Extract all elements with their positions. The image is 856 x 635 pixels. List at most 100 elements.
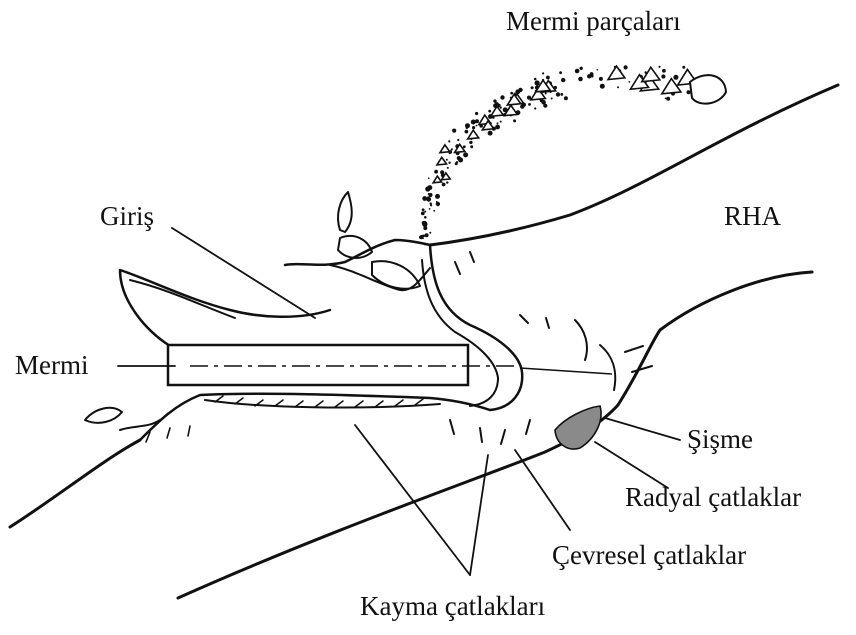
plate-left-surface — [10, 440, 140, 527]
fragment-dot — [564, 96, 568, 100]
fragment-dot — [429, 208, 431, 210]
fragment-dot — [466, 126, 468, 128]
label-projectile: Mermi — [15, 352, 89, 379]
fragment-stream — [419, 65, 726, 245]
projectile-body — [168, 345, 612, 385]
fragment-dot — [425, 233, 429, 237]
fragment-dot — [542, 72, 544, 74]
fragment-dot — [658, 66, 660, 68]
fragment-dot — [488, 110, 491, 113]
fragment-dot — [428, 193, 432, 197]
fragment-dot — [436, 202, 440, 206]
crater-lip-lower — [140, 394, 490, 440]
label-circumferential-cracks: Çevresel çatlaklar — [552, 542, 746, 569]
fragment-chunk — [468, 130, 479, 139]
label-bulge: Şişme — [687, 426, 753, 453]
fragment-dot — [424, 244, 426, 246]
fragment-dot — [543, 104, 547, 108]
fragment-dot — [503, 109, 505, 111]
fragment-dot — [587, 74, 591, 78]
fragment-dot — [424, 216, 427, 219]
ejected-chip — [338, 192, 352, 232]
fragment-dot — [430, 202, 432, 204]
fragment-dot — [515, 89, 520, 94]
fragment-dot — [534, 107, 536, 109]
fragment-chunk — [662, 79, 681, 94]
fragment-chunk-large — [690, 75, 726, 104]
fragment-dot — [428, 177, 430, 179]
fragment-dot — [559, 71, 562, 74]
fragment-dot — [476, 125, 478, 127]
fragment-dot — [513, 119, 516, 122]
fragment-dot — [535, 80, 540, 85]
fragment-dot — [475, 112, 478, 115]
leader-lines — [118, 228, 680, 575]
fragment-dot — [600, 84, 605, 89]
fragment-dot — [421, 212, 425, 216]
fragment-dot — [546, 76, 550, 80]
fragment-chunk — [608, 66, 625, 79]
fragment-dot — [434, 170, 438, 174]
fragment-dot — [422, 196, 427, 201]
fragment-dot — [661, 74, 665, 78]
fragment-dot — [500, 121, 502, 123]
fragment-dot — [579, 78, 581, 80]
label-shear-cracks: Kayma çatlakları — [360, 593, 545, 620]
fragment-dot — [435, 194, 440, 199]
fragment-dot — [422, 208, 425, 211]
fragment-dot — [556, 92, 560, 96]
fragment-dot — [448, 140, 450, 142]
fragment-dot — [500, 95, 504, 99]
fragment-dot — [469, 141, 472, 144]
fragment-dot — [624, 65, 628, 69]
label-entry: Giriş — [100, 203, 154, 230]
fragment-dot — [673, 75, 678, 80]
crack-marks — [450, 252, 652, 444]
fragment-dot — [535, 86, 537, 88]
fragment-dot — [426, 197, 431, 202]
fragment-chunk — [433, 176, 441, 183]
fragment-dot — [429, 232, 431, 234]
fragment-dot — [427, 186, 430, 189]
fragment-dot — [451, 148, 453, 150]
fragment-chunk — [642, 67, 660, 81]
fragment-dot — [500, 107, 502, 109]
fragment-dot — [662, 69, 666, 73]
fragment-dot — [495, 125, 500, 130]
fragment-dot — [433, 210, 435, 212]
lower-chip — [85, 408, 122, 423]
fragment-dot — [448, 162, 450, 164]
fragment-dot — [682, 66, 685, 69]
fragment-dot — [687, 90, 691, 94]
fragment-dot — [580, 67, 583, 70]
leader-shear-b — [470, 455, 488, 575]
label-armor: RHA — [724, 203, 781, 230]
fragment-dot — [617, 86, 619, 88]
fragment-dot — [545, 93, 547, 95]
leader-bulge — [605, 418, 680, 440]
fragment-dot — [551, 98, 553, 100]
fragment-dot — [452, 129, 456, 133]
fragment-dot — [665, 98, 667, 100]
fragment-dot — [497, 122, 499, 124]
fragment-dot — [430, 243, 432, 245]
fragment-dot — [446, 181, 448, 183]
fragment-dot — [488, 131, 493, 136]
fragment-dot — [560, 93, 563, 96]
fragment-dot — [534, 78, 537, 81]
fragment-dot — [597, 69, 599, 71]
label-fragments: Mermi parçaları — [506, 8, 681, 35]
fragment-dot — [471, 120, 476, 125]
fragment-dot — [472, 126, 475, 129]
fragment-dot — [422, 221, 426, 225]
bulge-region — [555, 406, 601, 449]
fragment-dot — [424, 211, 426, 213]
fragment-dot — [447, 167, 449, 169]
fragment-dot — [422, 235, 425, 238]
fragment-dot — [628, 81, 630, 83]
fragment-chunk — [437, 157, 447, 165]
armor-plate — [10, 85, 838, 598]
fragment-chunk — [440, 145, 450, 153]
